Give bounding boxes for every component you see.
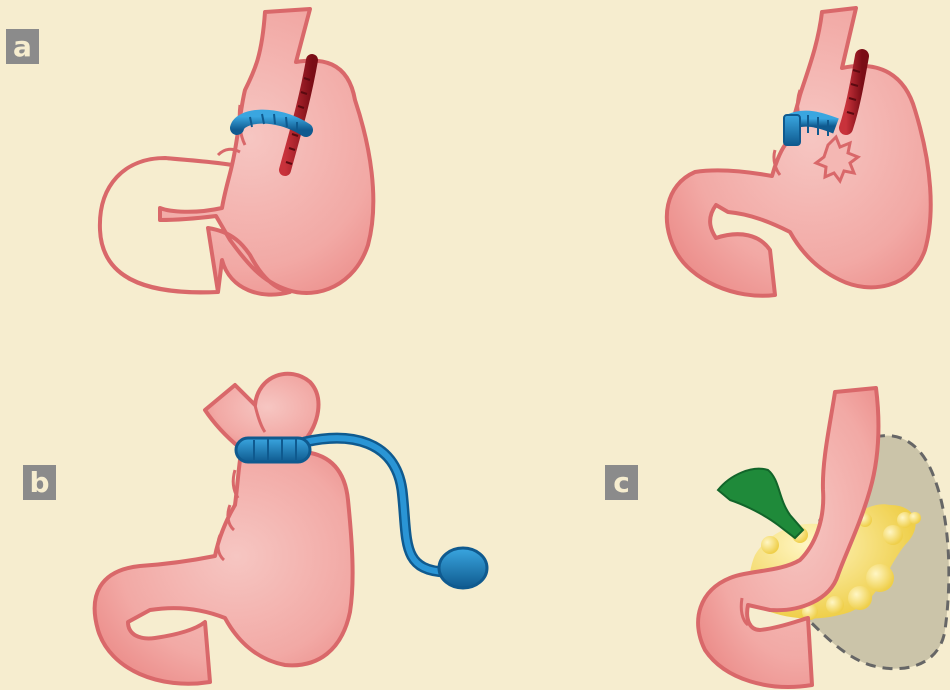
stomach-b bbox=[95, 374, 487, 684]
panel-label-c: c bbox=[605, 465, 638, 500]
panel-label-b: b bbox=[23, 465, 56, 500]
panel-label-a: a bbox=[6, 29, 39, 64]
gastric-band-icon bbox=[236, 438, 310, 462]
stomach-icon bbox=[95, 452, 353, 684]
panel-c-organs bbox=[698, 388, 949, 687]
stomach-a-left bbox=[100, 9, 373, 295]
stomach-icon bbox=[667, 8, 931, 296]
gallbladder-icon bbox=[718, 469, 803, 538]
stomach-a-right bbox=[667, 8, 931, 296]
